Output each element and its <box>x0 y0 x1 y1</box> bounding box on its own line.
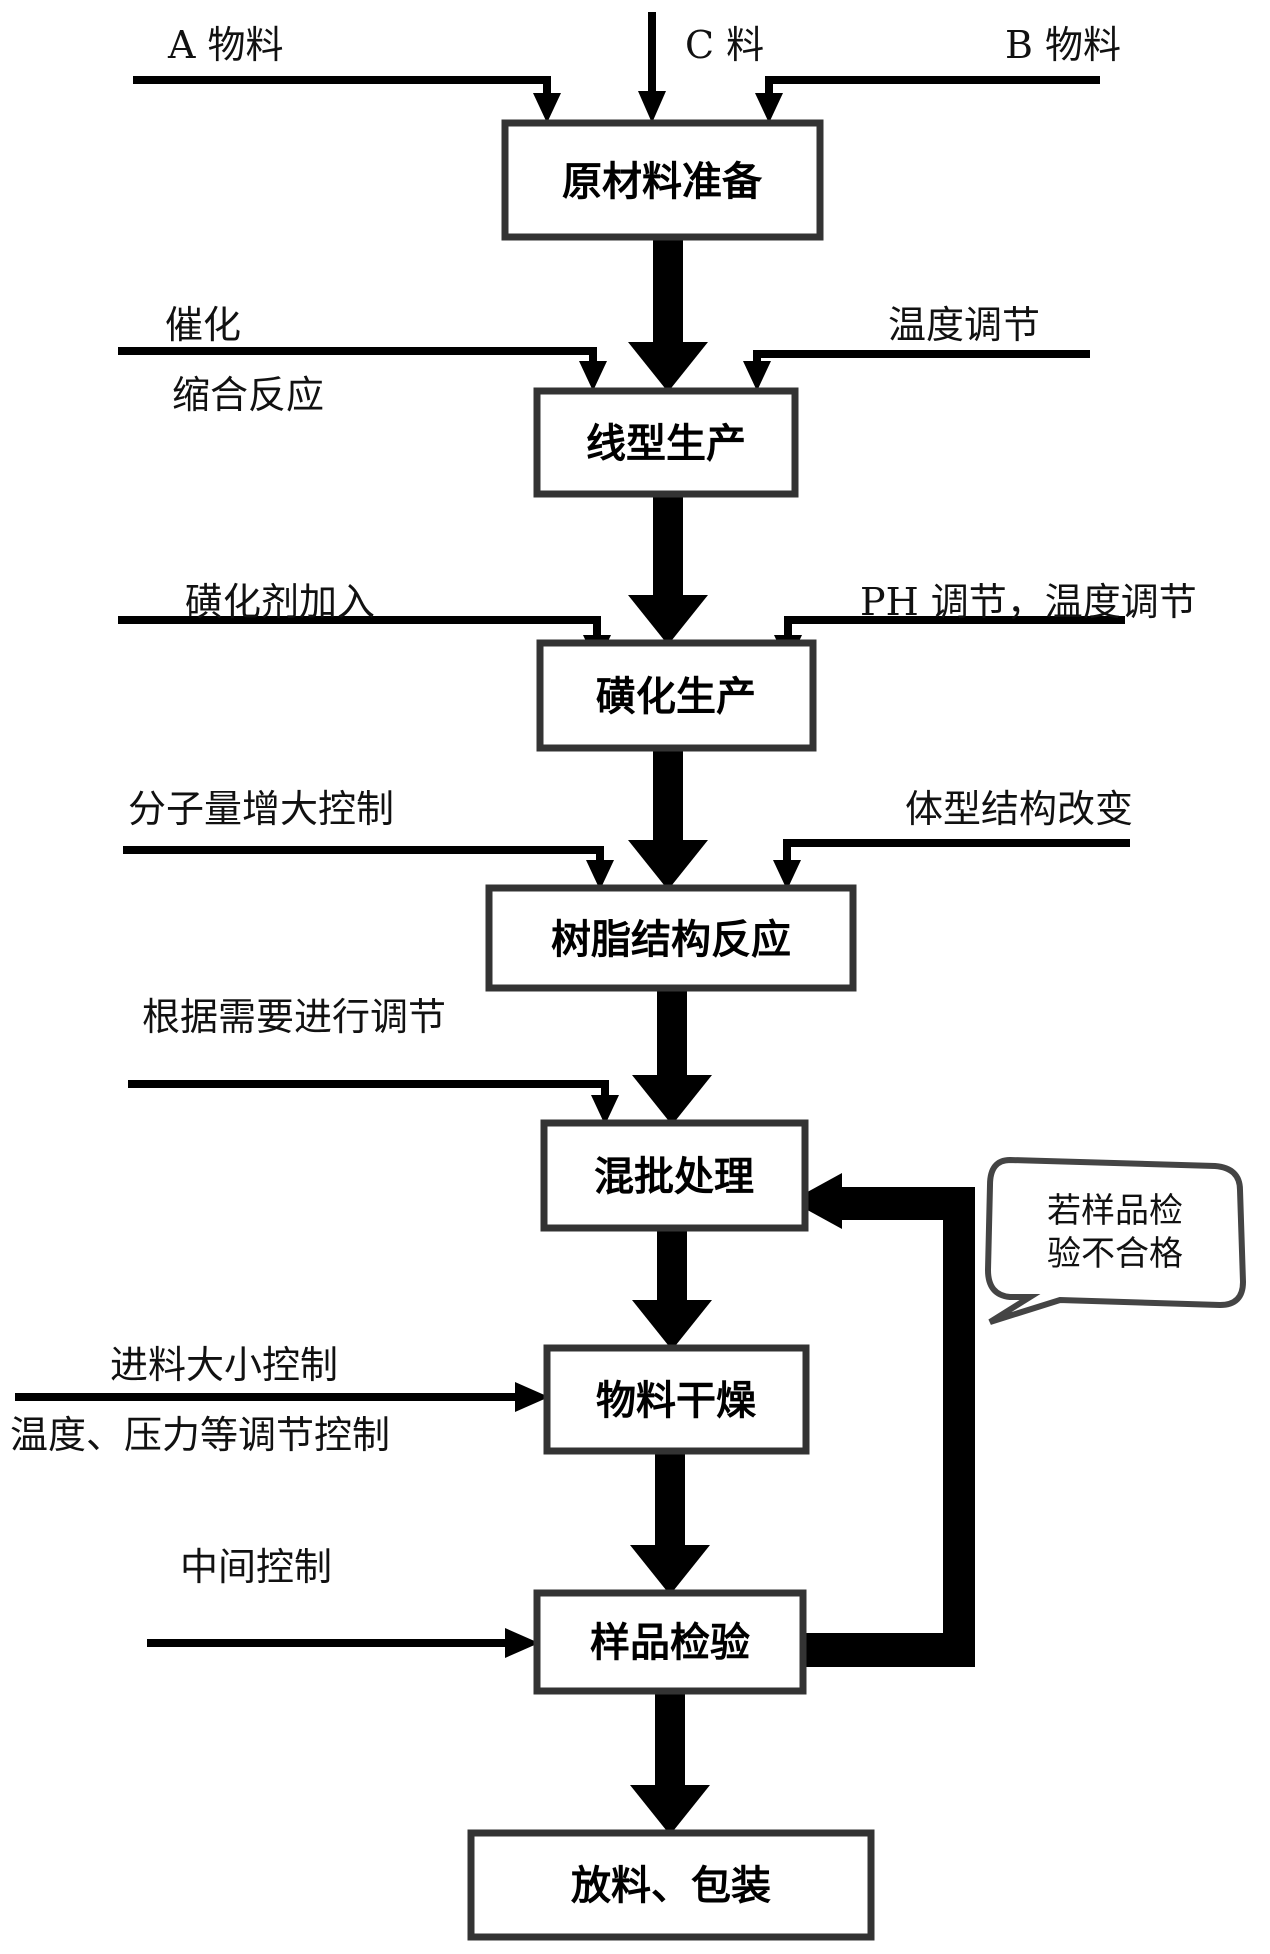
callout-line-1: 若样品检 <box>1047 1191 1183 1231</box>
input-arrow-molecular-weight-line <box>123 846 604 864</box>
input-arrow-material-drying-arrowhead <box>515 1382 549 1412</box>
input-arrow-adjust-as-needed-arrowhead <box>591 1095 619 1125</box>
input-arrow-temperature-line <box>753 350 1090 365</box>
input-arrow-body-structure-arrowhead <box>773 860 801 890</box>
step-box-raw-material-prep: 原材料准备 <box>501 119 824 241</box>
step-label: 线型生产 <box>586 421 746 467</box>
callout-line-2: 验不合格 <box>1047 1234 1183 1274</box>
flow-arrow-4-shaft <box>657 990 687 1075</box>
step-label: 放料、包装 <box>571 1863 771 1909</box>
input-label-c-material: C 料 <box>685 23 764 67</box>
flow-arrow-1-arrowhead <box>628 342 708 392</box>
flow-arrow-5-shaft <box>657 1230 687 1300</box>
input-arrows <box>15 12 1130 1658</box>
input-arrow-c-material-arrowhead <box>638 91 666 123</box>
step-box-linear-production: 线型生产 <box>533 387 799 498</box>
input-label-b-material: B 物料 <box>1005 23 1121 67</box>
input-arrow-catalysis-line <box>118 347 597 365</box>
step-box-sulfonation-production: 磺化生产 <box>536 639 817 752</box>
step-label: 磺化生产 <box>596 674 756 720</box>
step-label: 样品检验 <box>590 1620 750 1666</box>
input-arrow-adjust-as-needed-line <box>128 1080 609 1099</box>
feedback-top-segment <box>840 1187 975 1220</box>
input-arrow-b-material-line <box>765 76 1100 97</box>
input-arrow-ph-temperature-line <box>784 616 1125 639</box>
flow-arrow-5-arrowhead <box>632 1300 712 1350</box>
input-arrow-molecular-weight-arrowhead <box>586 860 614 890</box>
input-label-feed-size: 进料大小控制 <box>110 1343 338 1387</box>
flow-arrow-6-shaft <box>655 1453 685 1545</box>
feedback-loop <box>791 1173 975 1667</box>
input-label-catalysis: 催化 <box>165 303 241 347</box>
flow-arrow-2-arrowhead <box>628 595 708 645</box>
step-label: 原材料准备 <box>562 159 763 205</box>
input-arrow-b-material-arrowhead <box>755 93 783 123</box>
input-arrow-a-material-arrowhead <box>533 93 561 123</box>
input-label-intermediate-control: 中间控制 <box>180 1545 332 1589</box>
step-label: 树脂结构反应 <box>551 917 791 963</box>
input-label-condensation: 缩合反应 <box>172 373 324 417</box>
input-label-temperature: 温度调节 <box>888 303 1040 347</box>
input-arrow-sulfonating-agent-line <box>118 616 601 639</box>
flow-arrow-3-arrowhead <box>628 840 708 890</box>
step-label: 物料干燥 <box>596 1378 757 1424</box>
failed-inspection-callout: 若样品检 验不合格 <box>984 1156 1247 1325</box>
step-box-discharge-packaging: 放料、包装 <box>467 1829 875 1941</box>
step-box-resin-structure-reaction: 树脂结构反应 <box>485 884 857 992</box>
step-box-material-drying: 物料干燥 <box>543 1344 810 1455</box>
feedback-vertical-segment <box>943 1187 975 1667</box>
input-label-temp-pressure: 温度、压力等调节控制 <box>10 1413 390 1457</box>
flow-arrow-1-shaft <box>653 240 683 342</box>
input-label-body-structure: 体型结构改变 <box>905 787 1133 831</box>
input-label-ph-temperature: PH 调节，温度调节 <box>860 580 1197 624</box>
input-arrow-body-structure-line <box>783 839 1130 864</box>
flow-arrow-7-shaft <box>655 1693 685 1785</box>
flow-arrow-7-arrowhead <box>630 1785 710 1835</box>
step-label: 混批处理 <box>594 1154 754 1200</box>
input-arrow-catalysis-arrowhead <box>579 361 607 391</box>
flow-arrow-4-arrowhead <box>632 1075 712 1125</box>
feedback-arrowhead <box>791 1173 842 1229</box>
input-label-sulfonating-agent: 磺化剂加入 <box>185 580 375 624</box>
input-label-molecular-weight: 分子量增大控制 <box>128 787 394 831</box>
flow-arrow-3-shaft <box>653 750 683 840</box>
input-arrow-a-material-line <box>133 76 551 97</box>
input-arrow-temperature-arrowhead <box>743 361 771 391</box>
main-flow-arrows <box>628 240 712 1835</box>
flow-arrow-6-arrowhead <box>630 1545 710 1595</box>
step-box-sample-inspection: 样品检验 <box>533 1589 807 1695</box>
flow-arrow-2-shaft <box>653 497 683 595</box>
input-label-adjust-as-needed: 根据需要进行调节 <box>142 995 446 1039</box>
input-arrow-intermediate-control-arrowhead <box>505 1628 539 1658</box>
step-box-batch-mixing: 混批处理 <box>540 1119 809 1232</box>
input-label-a-material: A 物料 <box>167 23 284 67</box>
